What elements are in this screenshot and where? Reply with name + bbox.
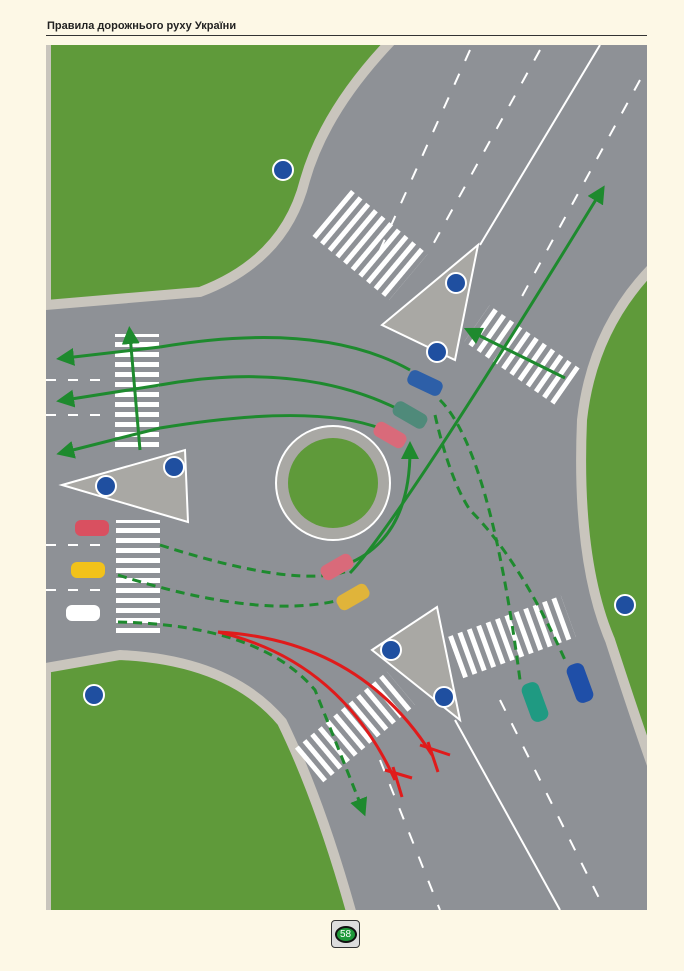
- allowed-paths: [56, 185, 605, 817]
- grass-right: [576, 266, 647, 766]
- crosswalks: [115, 189, 580, 783]
- roundabout-center-grass: [288, 438, 378, 528]
- forbidden-paths: [217, 630, 451, 798]
- roundabout-illustration: [46, 45, 647, 910]
- cars: [66, 370, 594, 722]
- header-rule: [46, 35, 647, 36]
- road-signs: [83, 159, 636, 708]
- grass-bottom-left: [46, 649, 356, 910]
- lane-markings: [46, 45, 641, 910]
- page-number: 58: [334, 925, 357, 943]
- grass-top-left: [46, 45, 395, 311]
- page-number-badge: 58: [331, 920, 360, 948]
- running-header: Правила дорожнього руху України: [47, 20, 237, 32]
